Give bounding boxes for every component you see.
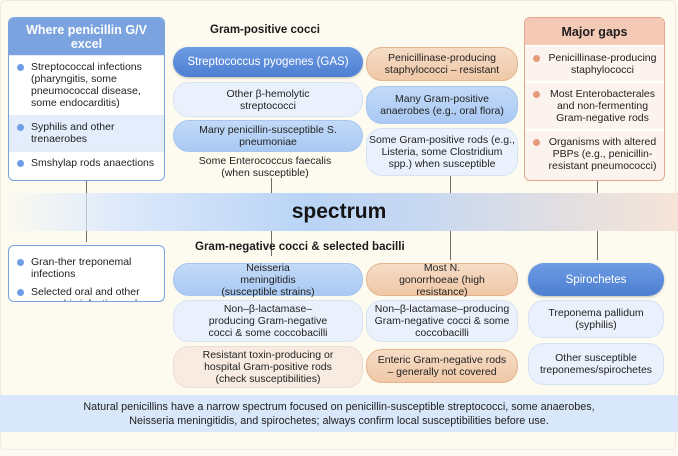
where-excel-panel: Where penicillin G/V excel Streptococcal… [8,17,165,181]
list-item: Smshylap rods anaections [9,151,164,172]
item-text: Selected oral and other anaerobic infect… [31,286,152,301]
gram-negative-title: Gram-negative cocci & selected bacilli [195,241,405,253]
list-item: Gran-ther treponemal infections [9,246,164,283]
item-text: Syphilis and other trenaerobes [31,121,115,145]
pill-enteric-rods: Enteric Gram-negative rods – generally n… [366,349,518,383]
text-enterococcus: Some Enterococcus faecalis (when suscept… [198,155,332,179]
pill-non-beta-lactamase-2: Non–β-lactamase–producing Gram-negative … [366,300,518,342]
pill-other-spirochetes: Other susceptible treponemes/spirochetes [528,343,664,385]
bullet-icon [533,139,540,146]
pill-gp-rods: Some Gram-positive rods (e.g., Listeria,… [366,128,518,176]
pill-beta-hemolytic: Other β-hemolytic streptococci [173,82,363,117]
spectrum-band: spectrum [0,193,678,231]
item-text: Smshylap rods anaections [31,157,155,169]
pill-t-pallidum: Treponema pallidum (syphilis) [528,300,664,338]
bullet-icon [17,289,24,296]
panel-title: Major gaps [525,18,664,45]
list-item: Penicillinase-producing staphylococci [525,45,664,81]
item-text: Penicillinase-producing staphylococci [548,52,657,76]
bullet-icon [17,64,24,71]
pill-non-beta-lactamase-1: Non–β-lactamase–producing Gram-negative … [173,300,363,342]
spectrum-label: spectrum [291,200,387,223]
pill-gp-anaerobes: Many Gram-positive anaerobes (e.g., oral… [366,86,518,124]
list-item: Syphilis and other trenaerobes [9,115,164,151]
bullet-icon [17,124,24,131]
item-text: Streptococcal infections (pharyngitis, s… [31,61,142,109]
pill-s-pyogenes: Streptococcus pyogenes (GAS) [173,47,363,77]
gram-positive-title: Gram-positive cocci [210,24,320,36]
item-text: Gran-ther treponemal infections [31,256,132,280]
left-bottom-panel: Gran-ther treponemal infections Selected… [8,245,165,302]
bullet-icon [17,160,24,167]
item-text: Most Enterobacterales and non-fermenting… [549,88,656,124]
summary-text: Natural penicillins have a narrow spectr… [83,400,595,427]
item-text: Organisms with altered PBPs (e.g., penic… [548,136,657,172]
bullet-icon [533,55,540,62]
panel-title: Where penicillin G/V excel [9,18,164,55]
pill-resistant-rods: Resistant toxin-producing or hospital Gr… [173,346,363,388]
pill-penicillinase-staph: Penicillinase-producing staphylococci – … [366,47,518,81]
bullet-icon [533,91,540,98]
pill-n-gonorrhoeae: Most N. gonorrhoeae (high resistance) [366,262,518,298]
pill-s-pneumoniae: Many penicillin-susceptible S. pneumonia… [173,120,363,152]
pill-spirochetes: Spirochetes [528,263,664,296]
major-gaps-panel: Major gaps Penicillinase-producing staph… [524,17,665,181]
list-item: Organisms with altered PBPs (e.g., penic… [525,129,664,175]
bullet-icon [17,259,24,266]
list-item: Selected oral and other anaerobic infect… [9,283,164,301]
list-item: Streptococcal infections (pharyngitis, s… [9,55,164,115]
pill-n-meningitidis: Neisseria meningitidis (susceptible stra… [173,262,363,298]
list-item: Most Enterobacterales and non-fermenting… [525,81,664,129]
summary-footer: Natural penicillins have a narrow spectr… [0,395,678,432]
